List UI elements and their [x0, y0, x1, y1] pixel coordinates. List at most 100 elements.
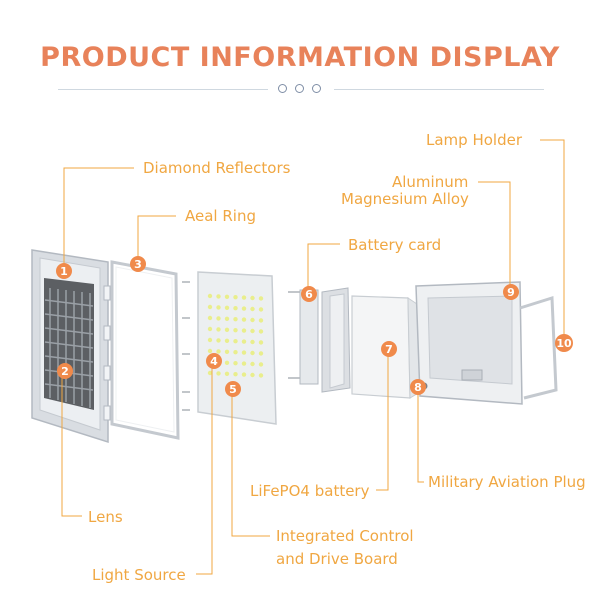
badge-6: 6: [301, 286, 317, 302]
led-dot: [233, 317, 238, 322]
led-dot: [250, 372, 255, 378]
label-military-aviation-plug: Military Aviation Plug: [428, 473, 586, 491]
led-dot: [250, 361, 255, 367]
led-dot: [216, 349, 221, 354]
label-aluminum-line1: Aluminum: [392, 173, 469, 191]
lamp-holder-part: [519, 295, 558, 400]
led-dot: [233, 361, 238, 366]
label-lifepo4-battery: LiFePO4 battery: [250, 482, 370, 500]
led-dot: [250, 295, 255, 301]
screws: [182, 281, 300, 411]
badge-1: 1: [56, 263, 72, 279]
badge-4: 4: [206, 353, 222, 369]
dot-icon: [312, 84, 321, 93]
led-dot: [250, 328, 255, 334]
led-dot: [224, 316, 230, 321]
led-dot: [250, 350, 255, 356]
seal-ring-part: [110, 260, 180, 440]
svg-text:10: 10: [556, 337, 572, 350]
led-dot: [216, 305, 221, 310]
led-dot: [241, 339, 247, 344]
badge-2: 2: [57, 363, 73, 379]
led-dot: [224, 360, 230, 365]
svg-text:4: 4: [210, 355, 218, 368]
led-dot: [207, 304, 213, 310]
badge-3: 3: [130, 256, 146, 272]
led-dot: [250, 306, 255, 312]
light-source-board-part: [197, 271, 277, 425]
led-dot: [258, 362, 264, 367]
label-lamp-holder: Lamp Holder: [426, 131, 522, 149]
led-dot: [224, 327, 230, 332]
led-dot: [207, 293, 213, 299]
title-divider-left: [58, 89, 268, 90]
led-dot: [250, 339, 255, 345]
svg-text:7: 7: [385, 343, 393, 356]
led-dot: [258, 307, 264, 312]
leader-lines: [61, 139, 565, 575]
led-dot: [258, 340, 264, 345]
led-dot: [224, 305, 230, 310]
led-dot: [241, 350, 247, 355]
svg-text:9: 9: [507, 286, 515, 299]
led-dot: [258, 296, 264, 301]
led-dot: [250, 317, 255, 323]
callout-badges: 1 2 3 4 5 6 7 8 9 10: [56, 256, 573, 397]
led-dot: [216, 316, 221, 321]
led-dot: [216, 338, 221, 343]
svg-text:3: 3: [134, 258, 142, 271]
led-dot: [233, 328, 238, 333]
svg-text:2: 2: [61, 365, 69, 378]
dot-icon: [278, 84, 287, 93]
led-dot: [258, 329, 264, 334]
led-dot: [224, 349, 230, 354]
led-dot: [241, 328, 247, 333]
led-dot: [207, 370, 213, 376]
title-divider-right: [334, 89, 544, 90]
led-dot: [258, 351, 264, 356]
svg-text:1: 1: [60, 265, 68, 278]
led-dot: [233, 339, 238, 344]
label-battery-card: Battery card: [348, 236, 442, 254]
led-dot: [233, 372, 238, 377]
label-drive-board-line1: Integrated Control: [276, 527, 414, 545]
badge-9: 9: [503, 284, 519, 300]
battery-part: [351, 295, 421, 399]
led-dot: [224, 371, 230, 376]
led-dot: [216, 327, 221, 332]
label-diamond-reflectors: Diamond Reflectors: [143, 159, 291, 177]
label-aluminum-line2: Magnesium Alloy: [341, 190, 469, 208]
badge-7: 7: [381, 341, 397, 357]
led-dot: [233, 295, 238, 300]
label-lens: Lens: [88, 508, 123, 526]
label-drive-board-line2: and Drive Board: [276, 550, 398, 568]
led-dot: [207, 337, 213, 343]
led-dot: [216, 294, 221, 299]
led-dot: [207, 326, 213, 332]
led-dot: [224, 294, 230, 299]
led-dot: [258, 318, 264, 323]
svg-text:8: 8: [414, 381, 422, 394]
led-dot: [241, 317, 247, 322]
led-dot: [241, 372, 247, 377]
battery-card-part: [299, 287, 351, 393]
dot-icon: [295, 84, 304, 93]
led-dot: [233, 306, 238, 311]
led-dot: [216, 371, 221, 376]
led-dot: [241, 306, 247, 311]
led-dot: [241, 361, 247, 366]
housing-part: [415, 281, 523, 405]
led-dot: [258, 373, 264, 378]
front-frame-part: [31, 249, 111, 444]
badge-5: 5: [225, 381, 241, 397]
led-dot: [207, 348, 213, 354]
svg-text:5: 5: [229, 383, 237, 396]
badge-10: 10: [555, 334, 573, 352]
led-dot: [241, 295, 247, 300]
page-title: PRODUCT INFORMATION DISPLAY: [40, 42, 560, 73]
label-light-source: Light Source: [92, 566, 186, 584]
led-dot: [224, 338, 230, 343]
reflector-grid: [44, 288, 94, 408]
decorative-dots: [278, 84, 324, 96]
